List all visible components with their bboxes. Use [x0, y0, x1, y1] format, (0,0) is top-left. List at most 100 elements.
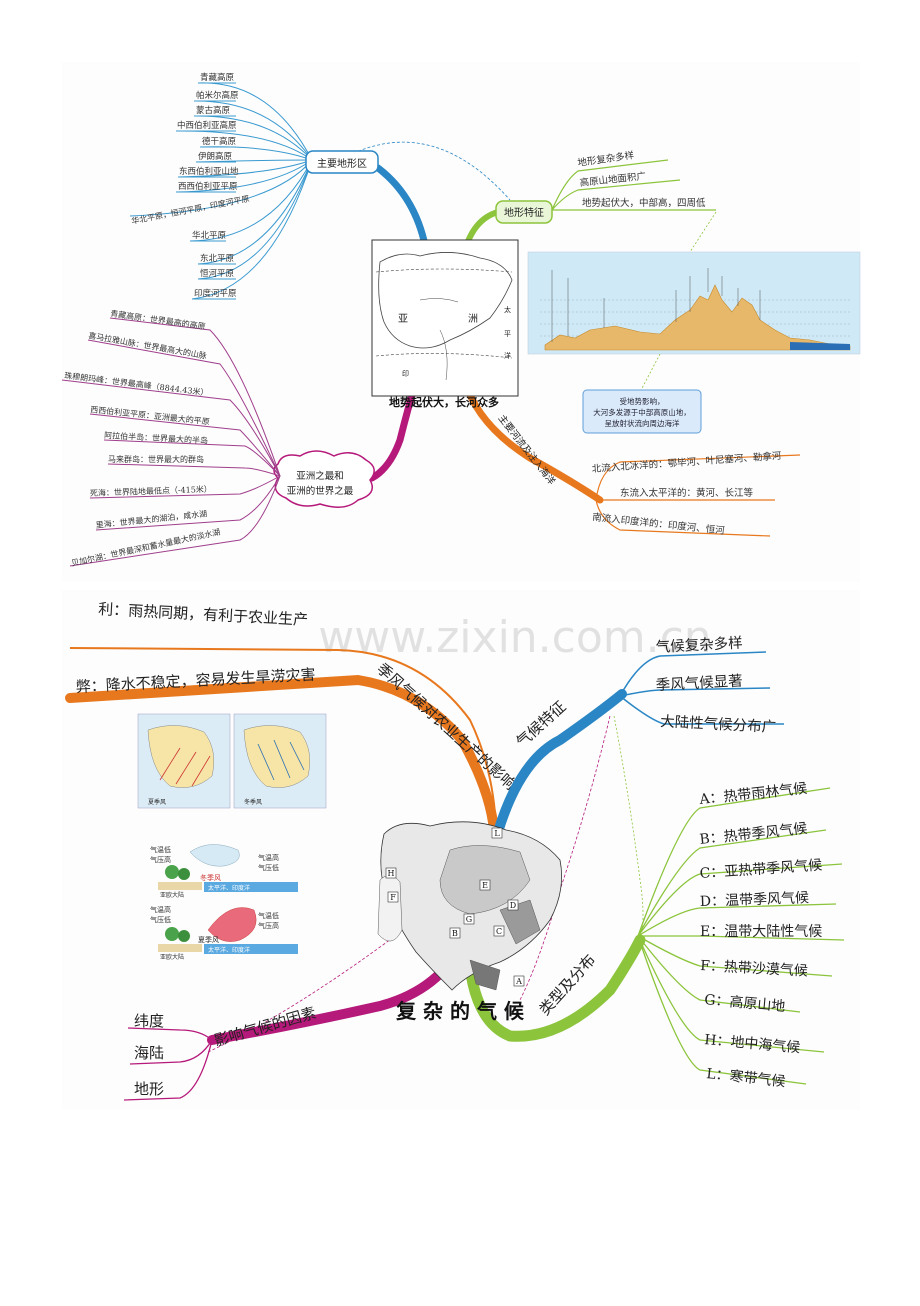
rivers-note-box: 受地势影响， 大河多发源于中部高原山地， 呈放射状流向周边海洋 — [582, 389, 702, 434]
records-label-1: 亚洲之最和 — [296, 470, 344, 482]
landform-underlines — [176, 82, 236, 300]
map-letter-A: A — [513, 975, 525, 987]
feature-item: 季风气候显著 — [655, 672, 743, 694]
map-letter-C: C — [493, 925, 505, 937]
features-branches — [619, 651, 784, 725]
terrain-node: 地形特征 — [495, 200, 553, 224]
summer-label: 亚欧大陆 — [160, 953, 184, 961]
features-items: 气候复杂多样 季风气候显著 大陆性气候分布广 — [655, 633, 776, 736]
factors-branches — [123, 1027, 213, 1101]
climate-title: 复 杂 的 气 候 — [395, 999, 525, 1023]
landform-item: 青藏高原 — [200, 72, 234, 83]
map-letter-text: A — [515, 977, 522, 986]
monsoon-diagram: 气温低 气压高 冬季风 气温高 气压低 亚欧大陆 太平洋、印度洋 气温高 气压低… — [150, 844, 298, 961]
winter-label: 气温低 — [150, 845, 171, 854]
landform-item: 华北平原 — [192, 230, 226, 241]
map-label-ping: 平 — [504, 330, 511, 338]
landform-item: 中西伯利亚高原 — [177, 120, 237, 131]
records-branches — [61, 317, 281, 567]
map-letter-text: F — [390, 893, 396, 902]
map-letter-text: L — [494, 829, 500, 838]
monsoon-maps: 夏季风 冬季风 — [137, 713, 327, 809]
landform-item: 东西伯利亚山地 — [179, 166, 239, 177]
monsoon-map-caption: 夏季风 — [148, 798, 166, 806]
map-letter-H: H — [385, 867, 397, 879]
map-label-asia: 亚 — [398, 314, 408, 325]
agri-main-branch — [65, 674, 499, 835]
landform-item: 蒙古高原 — [196, 105, 230, 116]
map-letter-F: F — [387, 891, 399, 903]
river-item: 东流入太平洋的：黄河、长江等 — [620, 487, 754, 499]
features-factors-dashed-link — [519, 715, 611, 1001]
landform-item: 德干高原 — [202, 136, 236, 147]
summer-label: 气温高 — [150, 905, 171, 914]
types-main-branch — [462, 934, 646, 1042]
rivers-note-line-1: 受地势影响， — [620, 396, 665, 406]
terrain-branches — [551, 159, 716, 211]
note-link — [639, 353, 661, 393]
winter-label: 气压低 — [258, 863, 279, 872]
rivers-branches — [595, 454, 801, 537]
landform-item: 西西伯利亚平原 — [178, 181, 238, 192]
terrain-label: 地形特征 — [504, 206, 544, 219]
features-types-dashed-link — [613, 715, 644, 941]
winter-label: 太平洋、印度洋 — [208, 884, 250, 892]
map-letter-G: G — [463, 913, 475, 925]
winter-label: 气温高 — [258, 853, 279, 862]
terrain-profile-picture — [527, 251, 861, 355]
map-letter-text: E — [482, 881, 488, 890]
map-letter-E: E — [479, 879, 491, 891]
winter-label: 气压高 — [150, 855, 171, 864]
landforms-terrain-dashed-link — [339, 141, 511, 201]
record-item: 马来群岛：世界最大的群岛 — [108, 454, 204, 464]
map-letters: L H F E D G B C A — [385, 827, 525, 987]
watermark: www.zixin.com.cn — [318, 612, 711, 663]
landform-item: 伊朗高原 — [198, 151, 232, 162]
rivers-note-line-2: 大河多发源于中部高原山地， — [593, 407, 691, 417]
rivers-main-branch — [458, 364, 604, 504]
landform-item: 恒河平原 — [200, 268, 234, 279]
map-letter-text: D — [510, 901, 516, 910]
monsoon-map-caption: 冬季风 — [244, 798, 262, 806]
map-letter-text: C — [496, 927, 502, 936]
feature-item: 大陆性气候分布广 — [660, 713, 777, 736]
map-label-tai: 太 — [504, 305, 511, 314]
factor-item: 地形 — [134, 1080, 164, 1098]
landform-item: 东北平原 — [200, 253, 234, 264]
summer-label: 气压低 — [150, 915, 171, 924]
summer-label: 夏季风 — [198, 935, 219, 944]
type-item: D：温带季风气候 — [700, 890, 810, 910]
winter-label: 亚欧大陆 — [160, 891, 184, 899]
landform-item: 印度河平原 — [194, 288, 237, 299]
type-item: F：热带沙漠气候 — [700, 958, 808, 980]
map-label-zhou: 洲 — [468, 313, 478, 325]
map-label-yin: 印 — [402, 370, 409, 378]
features-main-branch — [493, 689, 627, 837]
asia-outline-map: 亚 洲 太 平 洋 印 — [371, 239, 519, 397]
center-title: 地势起伏大，长河众多 — [389, 395, 499, 409]
rivers-note-line-3: 呈放射状流向周边海洋 — [605, 418, 680, 428]
agri-upper-line — [69, 647, 497, 831]
map-letter-L: L — [491, 827, 503, 839]
factors-items: 纬度 海陆 地形 — [134, 1012, 164, 1098]
map-letter-D: D — [507, 899, 519, 911]
map-letter-text: G — [466, 915, 472, 924]
winter-label: 冬季风 — [200, 873, 221, 882]
landform-item: 帕米尔高原 — [196, 90, 239, 101]
terrain-item: 地势起伏大，中部高，四周低 — [582, 197, 706, 209]
map-letter-text: B — [452, 929, 458, 938]
map-label-yang: 洋 — [504, 351, 511, 360]
records-label-2: 亚洲的世界之最 — [287, 485, 354, 497]
record-item: 死海：世界陆地最低点（-415米） — [90, 484, 212, 498]
summer-label: 太平洋、印度洋 — [208, 946, 250, 954]
types-branches — [637, 787, 845, 1085]
map-letter-text: H — [388, 869, 395, 878]
records-node: 亚洲之最和 亚洲的世界之最 — [273, 450, 375, 508]
type-item: E：温带大陆性气候 — [700, 924, 822, 940]
map-letter-B: B — [449, 927, 461, 939]
factor-item: 海陆 — [134, 1044, 164, 1062]
factor-item: 纬度 — [134, 1012, 164, 1030]
landforms-node: 主要地形区 — [305, 150, 379, 174]
